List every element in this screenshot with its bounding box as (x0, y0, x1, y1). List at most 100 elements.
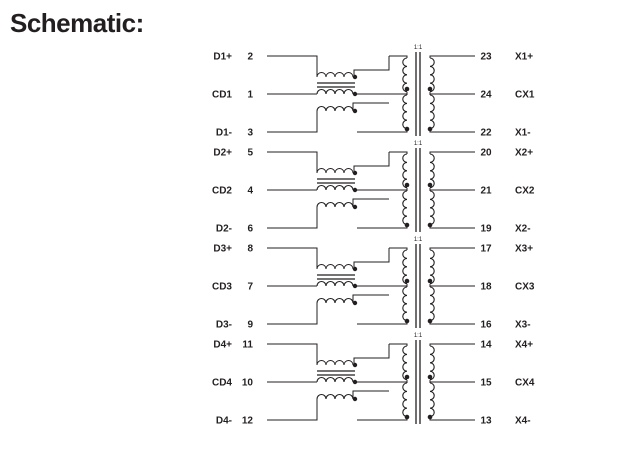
wire (352, 294, 389, 303)
pin-number: 5 (247, 148, 253, 159)
pin-number: 16 (480, 320, 492, 331)
choke-winding (316, 184, 354, 191)
choke-winding (316, 297, 354, 304)
polarity-dot (352, 91, 358, 97)
polarity-dot (404, 414, 410, 420)
wire (352, 390, 389, 399)
choke-winding (316, 376, 354, 383)
wire (357, 129, 408, 133)
secondary-winding (429, 57, 435, 93)
wire (429, 343, 475, 346)
polarity-dot (352, 300, 358, 306)
pin-number: 12 (242, 416, 254, 427)
polarity-dot (352, 396, 358, 402)
wire (267, 151, 318, 173)
polarity-dot (352, 283, 358, 289)
wire (389, 343, 408, 346)
polarity-dot (352, 108, 358, 114)
turns-ratio-label: 1:1 (414, 237, 423, 243)
choke-winding (316, 264, 354, 270)
pin-number: 8 (247, 244, 253, 255)
page-title: Schematic: (10, 8, 144, 38)
polarity-dot (352, 74, 358, 80)
wire (357, 225, 408, 229)
choke-winding (316, 360, 354, 366)
polarity-dot (352, 204, 358, 210)
pin-signal-label: X4+ (515, 340, 533, 351)
polarity-dot (404, 318, 410, 324)
polarity-dot (427, 222, 433, 228)
secondary-winding (429, 153, 435, 189)
turns-ratio-label: 1:1 (414, 333, 423, 339)
secondary-winding (429, 94, 435, 130)
pin-signal-label: D2- (216, 224, 232, 235)
choke-winding (316, 201, 354, 208)
wire (429, 55, 475, 58)
pin-signal-label: CD3 (212, 282, 232, 293)
pin-number: 1 (247, 90, 253, 101)
pin-number: 23 (480, 52, 492, 63)
polarity-dot (352, 379, 358, 385)
pin-number: 9 (247, 320, 253, 331)
pin-number: 4 (247, 186, 253, 197)
polarity-dot (352, 362, 358, 368)
pin-number: 15 (480, 378, 492, 389)
pin-signal-label: X2+ (515, 148, 533, 159)
wire (267, 399, 318, 421)
wire (267, 303, 318, 325)
pin-number: 19 (480, 224, 492, 235)
pin-signal-label: D4+ (213, 340, 232, 351)
choke-winding (316, 72, 354, 78)
polarity-dot (404, 278, 410, 284)
wire (267, 111, 318, 133)
pin-signal-label: CX3 (515, 282, 535, 293)
wire (429, 417, 475, 421)
primary-winding (402, 57, 408, 93)
pin-number: 22 (480, 128, 492, 139)
polarity-dot (427, 126, 433, 132)
turns-ratio-label: 1:1 (414, 45, 423, 51)
polarity-dot (352, 187, 358, 193)
polarity-dot (352, 266, 358, 272)
wire (389, 247, 408, 250)
polarity-dot (404, 86, 410, 92)
pin-signal-label: D3+ (213, 244, 232, 255)
pin-number: 6 (247, 224, 253, 235)
pin-number: 10 (242, 378, 254, 389)
pin-number: 18 (480, 282, 492, 293)
pin-signal-label: CD2 (212, 186, 232, 197)
pin-signal-label: CX1 (515, 90, 535, 101)
pin-signal-label: X1- (515, 128, 531, 139)
polarity-dot (352, 170, 358, 176)
polarity-dot (404, 222, 410, 228)
secondary-winding (429, 286, 435, 322)
pin-signal-label: D1- (216, 128, 232, 139)
wire (389, 55, 408, 58)
pin-signal-label: D2+ (213, 148, 232, 159)
secondary-winding (429, 382, 435, 418)
pin-number: 7 (247, 282, 253, 293)
polarity-dot (427, 318, 433, 324)
pin-signal-label: D3- (216, 320, 232, 331)
wire (267, 55, 318, 77)
pin-number: 11 (242, 340, 253, 351)
polarity-dot (427, 414, 433, 420)
wire (389, 151, 408, 154)
secondary-winding (429, 345, 435, 381)
wire (352, 102, 389, 111)
secondary-winding (429, 190, 435, 226)
pin-number: 14 (480, 340, 492, 351)
pin-signal-label: CD1 (212, 90, 232, 101)
choke-winding (316, 88, 354, 95)
pin-signal-label: CD4 (212, 378, 232, 389)
primary-winding (402, 249, 408, 285)
pin-signal-label: X4- (515, 416, 531, 427)
primary-winding (402, 190, 408, 226)
wire (357, 417, 408, 421)
wire (429, 225, 475, 229)
primary-winding (402, 153, 408, 189)
choke-winding (316, 168, 354, 174)
